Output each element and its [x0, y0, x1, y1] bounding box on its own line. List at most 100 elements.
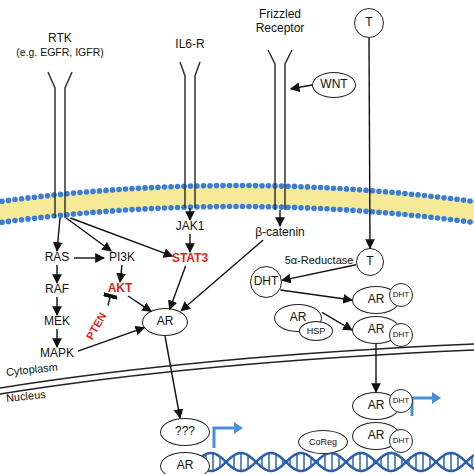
lipid-head — [448, 217, 454, 223]
lipid-head — [149, 206, 155, 212]
lipid-head — [279, 204, 285, 210]
lipid-head — [32, 215, 38, 221]
lipid-head — [90, 210, 96, 216]
dna-rung — [268, 453, 270, 471]
node-text: WNT — [320, 78, 347, 92]
factor-label: STAT3 — [168, 252, 212, 266]
lipid-head — [136, 207, 142, 213]
lipid-head — [253, 183, 259, 189]
lipid-head — [409, 212, 415, 218]
chaperone-ellipse: HSP — [299, 321, 333, 341]
dna-rung — [296, 454, 298, 470]
dna-rung — [233, 455, 235, 468]
dna-rung — [415, 454, 417, 470]
lipid-head — [0, 198, 5, 204]
node-text: STAT3 — [172, 252, 208, 266]
lipid-head — [201, 204, 207, 210]
lipid-head — [292, 184, 298, 190]
node-text: DHT — [254, 275, 279, 289]
lipid-head — [298, 205, 304, 211]
node-text: HSP — [307, 326, 326, 336]
lipid-head — [90, 189, 96, 195]
kinase-label: PI3K — [104, 251, 140, 265]
lipid-head — [363, 187, 369, 193]
node-text: DHT — [393, 436, 409, 445]
arrow-connector — [165, 336, 180, 418]
arrow-connector — [282, 265, 356, 281]
lipid-head — [201, 183, 207, 189]
arrow-connector — [120, 265, 122, 282]
dna-rung — [303, 453, 305, 470]
lipid-head — [149, 185, 155, 191]
node-text: RTK — [48, 32, 72, 46]
lipid-head — [45, 214, 51, 220]
transcription-arrow — [412, 398, 432, 416]
lipid-head — [240, 204, 246, 210]
lipid-head — [344, 207, 350, 213]
il6-receptor — [180, 62, 200, 208]
node-text: AR — [368, 323, 385, 337]
lipid-head — [337, 207, 343, 213]
lipid-head — [383, 189, 389, 195]
node-text: JAK1 — [176, 220, 205, 234]
lipid-head — [402, 212, 408, 218]
lipid-head — [370, 188, 376, 194]
lipid-head — [428, 193, 434, 199]
lipid-head — [285, 204, 291, 210]
lipid-head — [324, 206, 330, 212]
lipid-head — [448, 196, 454, 202]
lipid-head — [461, 197, 467, 203]
ligand-ellipse: WNT — [312, 72, 356, 98]
lipid-head — [266, 183, 272, 189]
dna-rung — [422, 453, 424, 471]
arrow-connector — [74, 257, 104, 258]
receptor-ellipse: AR — [142, 308, 188, 336]
arrow-connector — [189, 234, 190, 252]
lipid-head — [155, 185, 161, 191]
lipid-head — [12, 197, 18, 203]
lipid-head — [305, 205, 311, 211]
node-text: ??? — [175, 425, 195, 439]
lipid-head — [441, 216, 447, 222]
arrow-connector — [57, 218, 60, 251]
node-text: Frizzled Receptor — [250, 8, 310, 36]
lipid-head — [19, 196, 25, 202]
lipid-head — [233, 204, 239, 210]
node-text: β-catenin — [255, 226, 305, 240]
node-text: RAF — [45, 283, 69, 297]
lipid-head — [331, 185, 337, 191]
lipid-head — [311, 184, 317, 190]
transcription-arrow-head — [234, 422, 243, 434]
kinase-label: MEK — [38, 315, 76, 329]
hormone-circle: DHT — [389, 323, 413, 347]
lipid-head — [259, 183, 265, 189]
dna-rung — [359, 453, 361, 471]
lipid-head — [435, 215, 441, 221]
lipid-head — [389, 190, 395, 196]
arrow-connector — [369, 38, 370, 248]
node-text: (e.g. EGFR, IGFR) — [16, 46, 104, 58]
lipid-head — [279, 183, 285, 189]
arrow-connector — [128, 296, 151, 311]
dna-rung — [450, 453, 452, 471]
unknown-factor-ellipse: ??? — [160, 418, 210, 446]
dna-rung — [443, 455, 445, 468]
inhibition-connector — [108, 296, 111, 306]
lipid-head — [84, 210, 90, 216]
lipid-head — [38, 215, 44, 221]
lipid-head — [71, 211, 77, 217]
node-text: AKT — [108, 282, 133, 296]
receptor-ellipse: ARDHT — [352, 422, 400, 450]
lipid-head — [415, 213, 421, 219]
lipid-head — [110, 187, 116, 193]
dna-rung — [331, 453, 333, 471]
lipid-head — [292, 205, 298, 211]
receptor-ellipse: ARDHT — [352, 392, 400, 420]
lipid-head — [389, 211, 395, 217]
kinase-label: RAF — [40, 283, 74, 297]
transcription-arrows — [214, 392, 441, 448]
dna-rung — [457, 455, 459, 468]
receptor-node: Frizzled Receptor — [250, 8, 310, 210]
node-text: PI3K — [109, 251, 135, 265]
lipid-head — [214, 183, 220, 189]
